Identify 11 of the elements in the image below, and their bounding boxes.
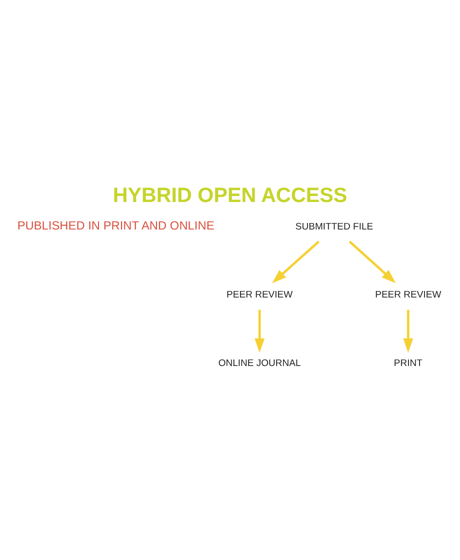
node-text: ONLINE JOURNAL [218, 357, 301, 368]
arrow [348, 240, 396, 283]
diagram-title: HYBRID OPEN ACCESS [112, 184, 348, 207]
arrow [272, 240, 320, 283]
label: PUBLISHED IN PRINT AND ONLINE [17, 218, 214, 232]
arrow [403, 309, 414, 352]
node-text: SUBMITTED FILE [295, 220, 374, 232]
node-text: PEER REVIEW [375, 289, 442, 300]
node-text: PEER REVIEW [226, 289, 293, 300]
arrow [254, 309, 265, 352]
node-text: PRINT [394, 357, 422, 368]
